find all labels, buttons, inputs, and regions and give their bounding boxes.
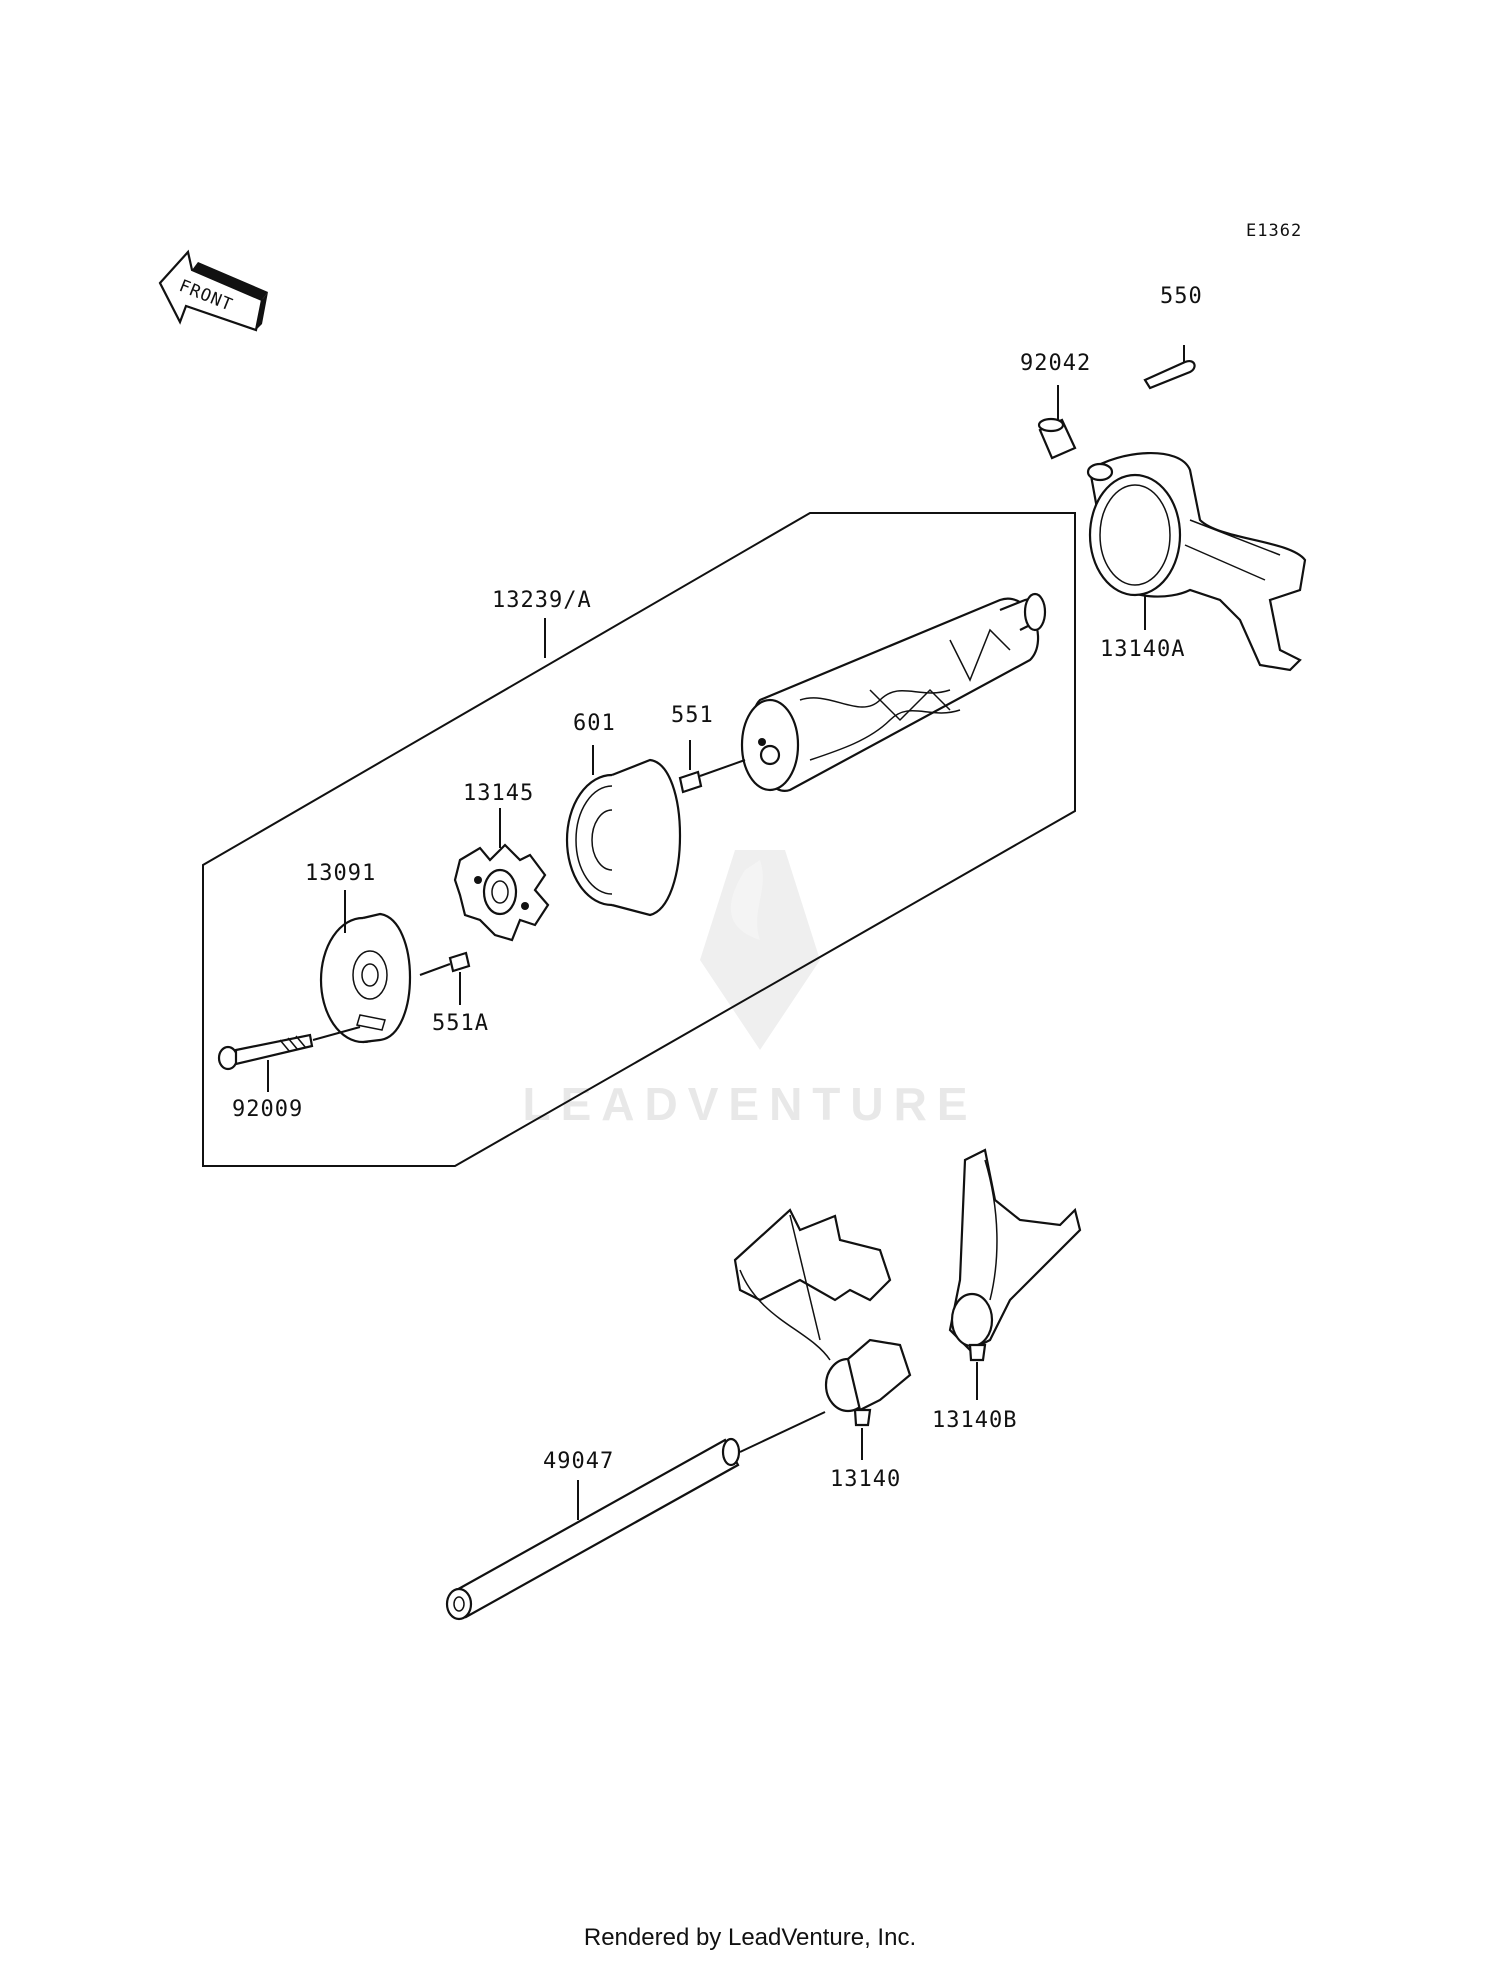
label-601: 601 (573, 711, 616, 736)
bearing-601 (565, 745, 681, 917)
watermark-text: LEADVENTURE (522, 1078, 977, 1130)
cotter-pin-550 (1143, 345, 1196, 390)
label-92042: 92042 (1020, 351, 1091, 376)
roller-92042 (1037, 385, 1077, 460)
shift-fork-13140 (733, 1208, 912, 1460)
diagram-code: E1362 (1246, 221, 1302, 241)
assembly-box (202, 512, 1076, 1167)
pin-551A (419, 951, 471, 1005)
label-13145: 13145 (463, 781, 534, 806)
label-550: 550 (1160, 284, 1203, 309)
footer-credit: Rendered by LeadVenture, Inc. (584, 1924, 916, 1951)
watermark: LEADVENTURE (522, 850, 977, 1130)
shift-fork-13140B (948, 1148, 1082, 1400)
label-13091: 13091 (305, 861, 376, 886)
label-13140: 13140 (830, 1467, 901, 1492)
cam-plate-13091 (319, 890, 412, 1044)
label-13140B: 13140B (932, 1408, 1017, 1433)
front-arrow-icon: FRONT (158, 249, 268, 332)
pin-551 (678, 740, 746, 794)
label-49047: 49047 (543, 1449, 614, 1474)
label-13140A: 13140A (1100, 637, 1185, 662)
label-13239A: 13239/A (492, 588, 592, 613)
shift-drum (740, 592, 1047, 792)
label-92009: 92009 (232, 1097, 303, 1122)
bolt-92009 (217, 1026, 361, 1092)
shaft-49047 (445, 1437, 741, 1621)
star-plate-13145 (453, 808, 550, 942)
label-551: 551 (671, 703, 714, 728)
shift-fork-13140A (1086, 452, 1307, 672)
label-551A: 551A (432, 1011, 489, 1036)
